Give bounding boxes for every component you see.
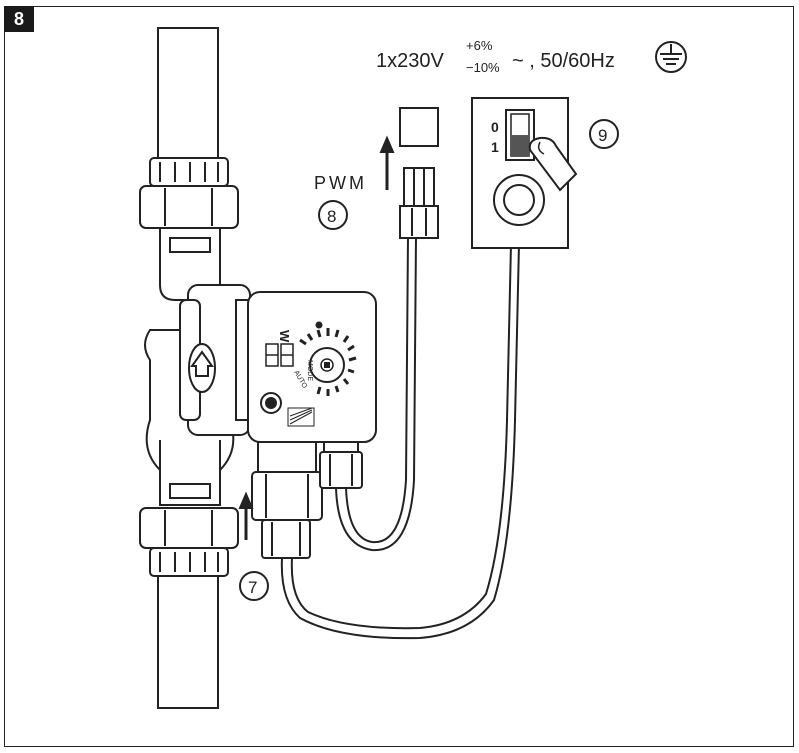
seven-segment-display: [265, 343, 294, 367]
control-panel: [260, 321, 357, 427]
pwm-connector: [399, 107, 439, 239]
power-cable-gland: [251, 441, 323, 559]
pwm-label: PWM: [314, 173, 367, 193]
mode-label: MODE: [306, 360, 313, 381]
pump-body-upper: [159, 227, 221, 301]
vent-screw-icon: [260, 392, 282, 414]
callout-8-label: 8: [327, 207, 336, 226]
callout-circle-7: [239, 571, 269, 601]
flow-direction-arrow: [238, 491, 254, 540]
mode-button-icon: [309, 347, 345, 383]
callout-7-label: 7: [248, 578, 257, 597]
power-spec-main: 1x230V: [376, 50, 444, 72]
pump-body-lower: [159, 440, 221, 506]
finger-press-icon: [528, 136, 578, 192]
power-spec-tol-minus: −10%: [466, 60, 500, 75]
unit-w-label: W: [277, 330, 292, 343]
power-switch: [505, 109, 535, 161]
ground-icon: [655, 41, 687, 73]
switch-on-label: 1: [491, 139, 499, 155]
pwm-cable: [335, 235, 417, 552]
callout-9-label: 9: [598, 126, 607, 145]
figure-border: [4, 6, 794, 747]
pipe-upper: [157, 27, 219, 159]
pump-curve-icon: [287, 407, 315, 427]
callout-circle-9: [589, 119, 619, 149]
power-spec-tail: ~ , 50/60Hz: [512, 50, 615, 72]
union-nut-lower: [139, 507, 239, 577]
pwm-direction-arrow: [379, 135, 395, 190]
figure-number-badge: 8: [4, 6, 34, 32]
pipe-lower: [157, 575, 219, 709]
switch-off-label: 0: [491, 119, 499, 135]
power-cable: [280, 199, 521, 640]
led-bar-arc: [299, 328, 357, 396]
pwm-cable-gland: [319, 441, 363, 489]
callout-circle-8: [318, 200, 348, 230]
power-spec-tol-plus: +6%: [466, 38, 493, 53]
flow-arrow-icon: [188, 343, 216, 393]
union-nut-upper: [139, 157, 239, 229]
